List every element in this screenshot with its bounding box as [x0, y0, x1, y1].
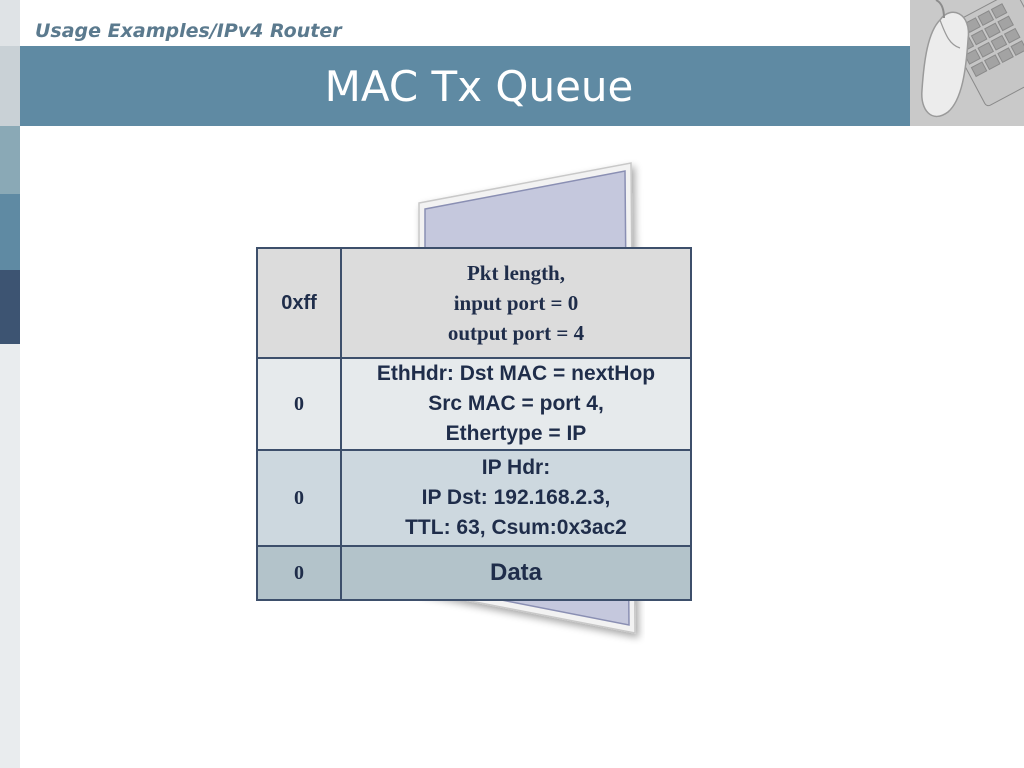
cell-line: Data	[489, 559, 543, 586]
strip-segment	[0, 0, 20, 46]
table-row: 0 EthHdr: Dst MAC = nextHop Src MAC = po…	[256, 357, 692, 451]
cell-line: TTL: 63, Csum:0x3ac2	[405, 516, 627, 539]
control-cell: 0	[256, 545, 342, 601]
cell-line: Src MAC = port 4,	[428, 392, 604, 415]
table-row: 0 IP Hdr: IP Dst: 192.168.2.3, TTL: 63, …	[256, 449, 692, 547]
slide-title: MAC Tx Queue	[324, 61, 634, 111]
title-band	[20, 46, 910, 126]
cell-line: output port = 4	[447, 321, 585, 345]
strip-segment	[0, 126, 20, 194]
ip-header-cell: IP Hdr: IP Dst: 192.168.2.3, TTL: 63, Cs…	[340, 449, 692, 547]
strip-segment	[0, 344, 20, 768]
control-cell: 0	[256, 357, 342, 451]
strip-segment	[0, 46, 20, 126]
keyboard-mouse-image	[910, 0, 1024, 126]
table-row: 0 Data	[256, 545, 692, 601]
control-cell: 0	[256, 449, 342, 547]
cell-line: input port = 0	[453, 291, 579, 315]
control-cell: 0xff	[256, 247, 342, 359]
packet-table: 0xff Pkt length, input port = 0 output p…	[256, 247, 692, 601]
strip-segment	[0, 194, 20, 270]
cell-line: IP Dst: 192.168.2.3,	[421, 486, 611, 509]
header-meta-cell: Pkt length, input port = 0 output port =…	[340, 247, 692, 359]
breadcrumb: Usage Examples/IPv4 Router	[35, 20, 342, 42]
data-cell: Data	[340, 545, 692, 601]
strip-segment	[0, 270, 20, 344]
cell-line: IP Hdr:	[481, 456, 551, 479]
cell-line: EthHdr: Dst MAC = nextHop	[376, 362, 656, 385]
cell-line: Pkt length,	[466, 261, 565, 285]
table-row: 0xff Pkt length, input port = 0 output p…	[256, 247, 692, 359]
cell-line: Ethertype = IP	[445, 422, 587, 445]
eth-header-cell: EthHdr: Dst MAC = nextHop Src MAC = port…	[340, 357, 692, 451]
